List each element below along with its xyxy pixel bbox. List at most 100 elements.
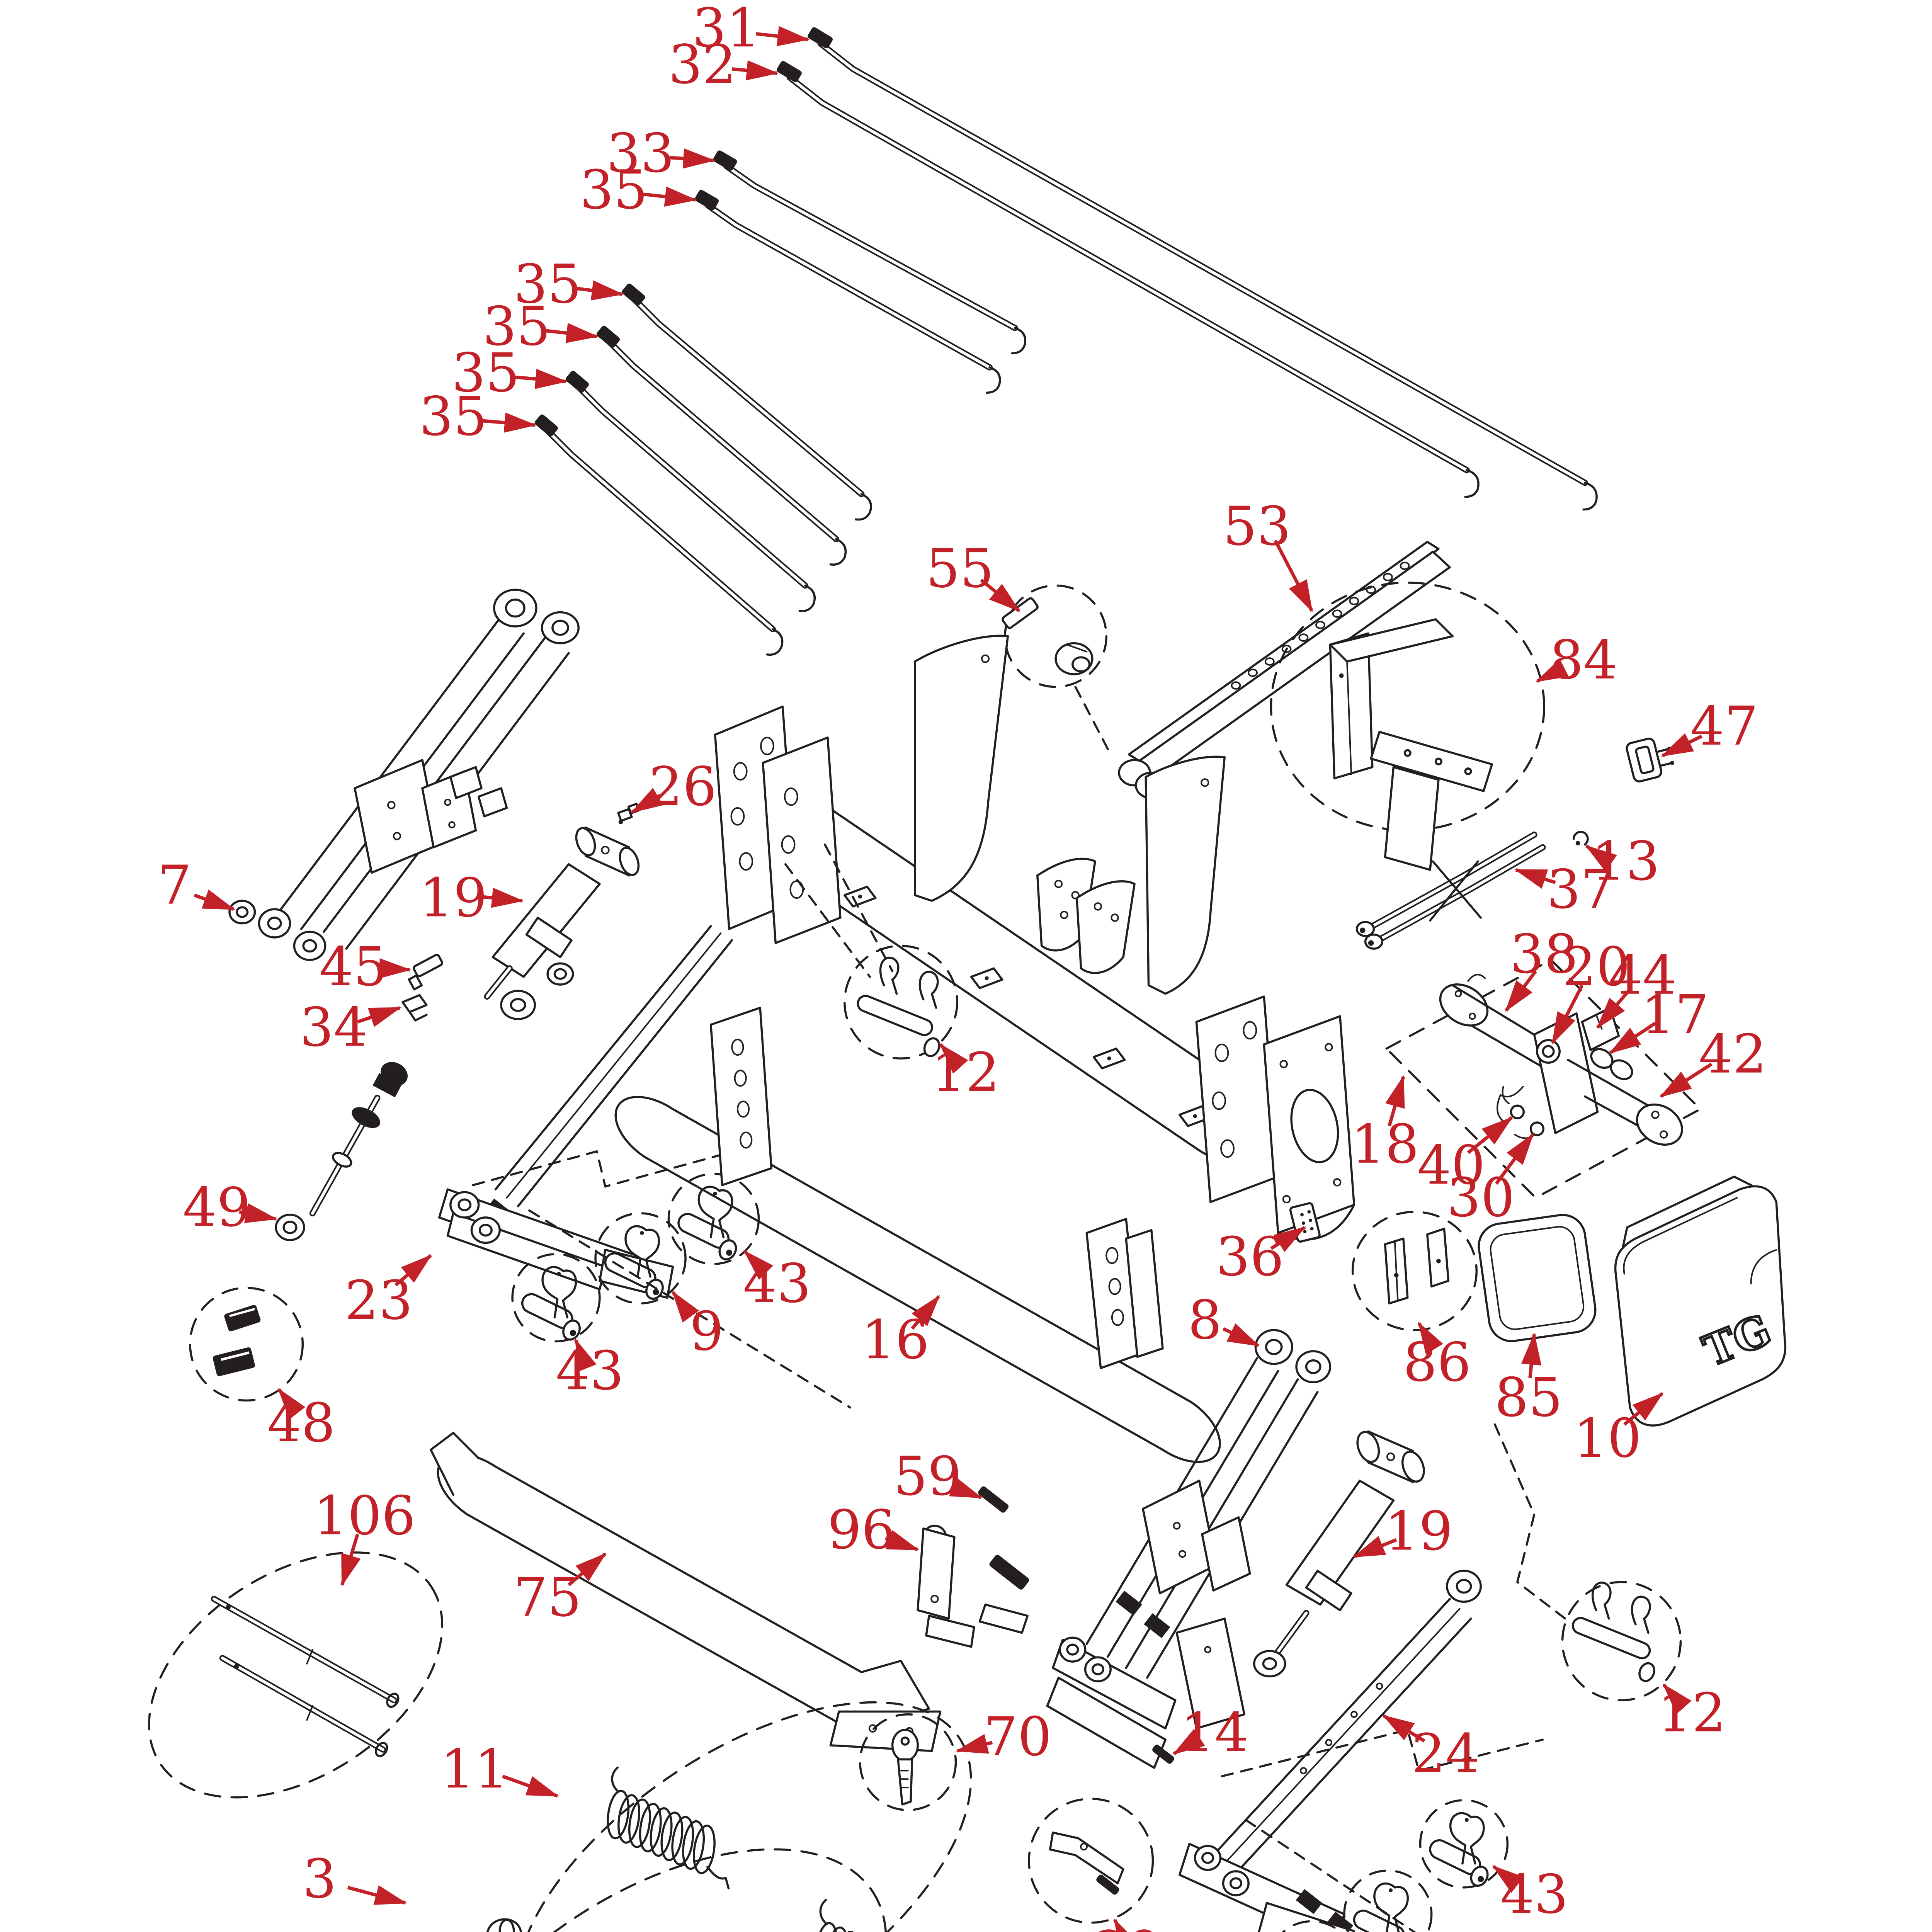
callout-label: 35 <box>483 295 551 357</box>
callout-label: 49 <box>183 1177 251 1239</box>
callout-label: 84 <box>1549 629 1617 691</box>
callout-19-16: 19 <box>419 867 524 929</box>
part-lever-circle-29 <box>1028 1798 1154 1924</box>
dashed-leader-12-right <box>1493 1423 1566 1620</box>
part-fitting-26 <box>617 803 640 825</box>
callout-arrow <box>502 1774 559 1798</box>
callout-arrow <box>1274 539 1313 612</box>
callout-arrow <box>1662 1683 1692 1714</box>
callout-32-1: 32 <box>668 34 779 96</box>
callout-arrow <box>1551 984 1584 1045</box>
callout-label: 32 <box>668 34 736 96</box>
callout-arrow <box>577 280 624 301</box>
callout-label: 11 <box>440 1738 509 1800</box>
callout-75-42: 75 <box>514 1553 607 1629</box>
callout-label: 43 <box>556 1340 624 1402</box>
callout-label: 18 <box>1351 1113 1419 1175</box>
callout-16-38: 16 <box>861 1295 940 1371</box>
callout-35-3: 35 <box>580 159 697 221</box>
part-spring-kit-11 <box>514 1701 972 1932</box>
callout-arrow <box>1514 868 1556 889</box>
callout-10-31: 10 <box>1573 1392 1664 1469</box>
part-cover-10: TG <box>1614 1175 1786 1427</box>
callout-label: 43 <box>1500 1863 1568 1925</box>
part-pin-45 <box>408 954 443 991</box>
part-cable-35 <box>597 326 847 566</box>
callout-arrow <box>1352 1536 1397 1558</box>
callout-47-11: 47 <box>1661 695 1758 758</box>
part-spring-pin-59 <box>978 1486 1009 1513</box>
part-bracket-kit-84 <box>1270 582 1545 871</box>
callout-arrow <box>483 412 537 433</box>
callout-arrow <box>347 1885 407 1905</box>
part-latch-96 <box>917 1524 1029 1648</box>
callout-12-45: 12 <box>1658 1682 1726 1744</box>
callout-40-25: 40 <box>1417 1116 1513 1196</box>
part-rod-kit-106 <box>148 1551 444 1799</box>
callout-label: 59 <box>894 1445 962 1507</box>
callout-44-21: 44 <box>1596 944 1677 1029</box>
callout-35-5: 35 <box>483 295 599 357</box>
callout-label: 29 <box>1094 1920 1162 1932</box>
callout-12-27: 12 <box>932 1041 1000 1104</box>
part-clip-pin-circle-43 <box>511 1253 601 1342</box>
callout-33-2: 33 <box>606 122 716 184</box>
callout-label: 12 <box>1658 1682 1726 1744</box>
callout-arrow <box>1536 658 1569 683</box>
callout-label: 34 <box>299 996 367 1058</box>
part-clip-pin-circle-9 <box>594 1212 687 1304</box>
part-lift-arm-7 <box>228 588 580 961</box>
part-clip-pin-circle-43 <box>667 1173 760 1265</box>
callout-label: 43 <box>743 1252 811 1315</box>
callout-106-43: 106 <box>314 1485 416 1587</box>
part-pump-unit <box>1385 959 1702 1199</box>
callout-label: 14 <box>1181 1701 1249 1764</box>
callout-arrow <box>1113 1918 1138 1932</box>
callout-arrow <box>1661 733 1703 758</box>
callout-34-18: 34 <box>299 996 401 1058</box>
callout-arrow <box>515 369 568 389</box>
callout-arrow <box>643 186 697 207</box>
callout-arrow <box>394 1254 432 1287</box>
callout-label: 96 <box>827 1499 895 1561</box>
callout-label: 8 <box>1188 1289 1222 1351</box>
part-bracket-circle-86 <box>1351 1211 1478 1332</box>
callout-label: 30 <box>1447 1167 1515 1229</box>
part-key-circle-48 <box>189 1287 304 1402</box>
callout-label: 35 <box>580 159 648 221</box>
callout-arrow <box>1467 1116 1513 1154</box>
part-gasket-85 <box>1478 1214 1597 1342</box>
callout-45-17: 45 <box>319 936 412 998</box>
callout-43-35: 43 <box>743 1250 811 1315</box>
callout-arrow <box>1659 1063 1713 1098</box>
callout-43-52: 43 <box>1492 1863 1568 1925</box>
callout-label: 16 <box>861 1309 929 1371</box>
callout-arrow <box>670 148 716 169</box>
callout-arrow <box>1492 1865 1524 1893</box>
callout-label: 47 <box>1690 695 1758 757</box>
callout-label: 35 <box>419 386 487 448</box>
callout-arrow <box>1172 1729 1205 1755</box>
part-pin-circle-55 <box>1002 584 1111 753</box>
callout-arrow <box>546 323 599 343</box>
callout-19-44: 19 <box>1352 1500 1453 1563</box>
part-main-crosstube <box>714 634 1355 1241</box>
part-ramp-bar-53 <box>1118 541 1451 799</box>
rod <box>219 1655 388 1757</box>
callout-arrow <box>1417 1321 1443 1355</box>
part-pin-circle-12-right <box>1561 1581 1682 1702</box>
part-key-circle-70 <box>859 1713 957 1811</box>
callout-label: 24 <box>1412 1723 1480 1785</box>
callout-35-7: 35 <box>419 386 537 448</box>
callout-31-0: 31 <box>692 0 810 59</box>
part-clip-13 <box>1572 831 1589 846</box>
callout-59-40: 59 <box>894 1445 983 1507</box>
callout-86-29: 86 <box>1403 1321 1471 1393</box>
callout-37-13: 37 <box>1514 858 1615 920</box>
part-clip-34 <box>401 994 428 1022</box>
part-pin-circle-12-left <box>844 945 958 1060</box>
callout-label: 106 <box>314 1485 416 1547</box>
callout-label: 13 <box>1592 830 1660 893</box>
